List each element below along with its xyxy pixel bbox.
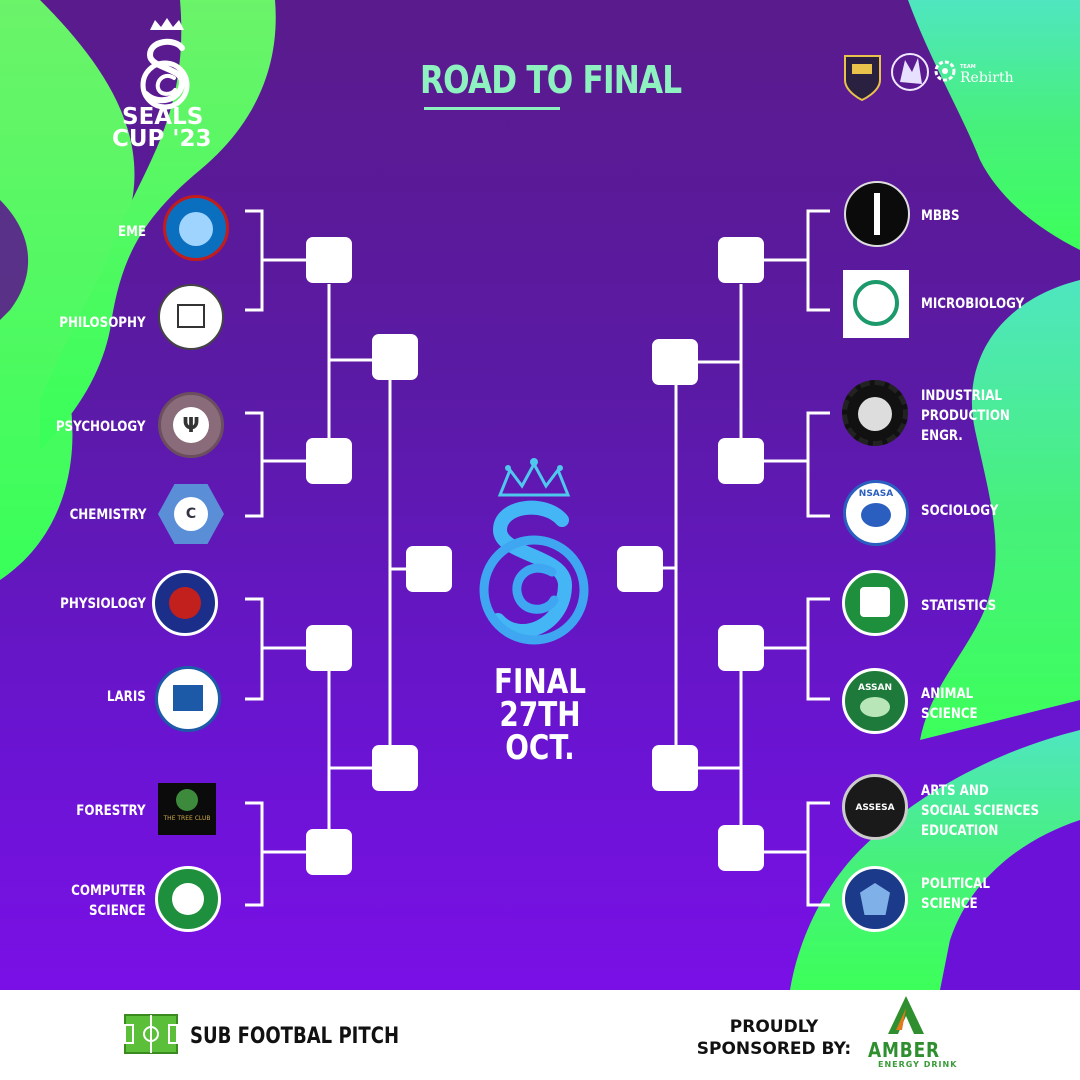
match-box-left-r1-4	[306, 829, 352, 875]
sponsor-line-1: PROUDLY	[729, 1017, 819, 1037]
match-box-left-r2-1	[372, 334, 418, 380]
sponsor-line-2: SPONSORED BY:	[696, 1039, 852, 1059]
decorative-waves	[0, 0, 1080, 990]
title-underline	[424, 107, 560, 110]
nsasa-text: NSASA	[858, 489, 894, 499]
philosophy-logo	[158, 284, 224, 350]
team-label-forestry: FORESTRY	[76, 803, 146, 819]
team-label-computer-science: COMPUTER SCIENCE	[71, 883, 146, 919]
team-label-animal-science: ANIMAL SCIENCE	[921, 686, 978, 722]
eme-logo	[163, 195, 229, 261]
brand-line-1: SEALS	[122, 104, 204, 130]
match-box-right-r1-3	[718, 625, 764, 671]
final-line-1: FINAL	[493, 662, 587, 702]
sponsor-name: AMBER	[868, 1038, 940, 1062]
team-label-political-science: POLITICAL SCIENCE	[921, 876, 990, 912]
team-label-philosophy: PHILOSOPHY	[59, 315, 146, 331]
assesa-logo: ASSESA	[842, 774, 908, 840]
team-label-sociology: SOCIOLOGY	[921, 503, 999, 519]
ccs-letter: C	[174, 497, 208, 531]
poster: SEALS CUP '23 ROAD TO FINAL TEAM Rebirth…	[0, 0, 1080, 990]
footer: SUB FOOTBAL PITCH PROUDLY SPONSORED BY: …	[0, 990, 1080, 1080]
brand-emblem	[140, 18, 190, 110]
partner-logos	[844, 53, 956, 102]
venue-label: SUB FOOTBAL PITCH	[190, 1024, 400, 1049]
sponsor-sub: ENERGY DRINK	[878, 1060, 958, 1069]
team-label-physiology: PHYSIOLOGY	[60, 596, 146, 612]
amber-logo-icon	[888, 996, 924, 1034]
assan-text: ASSAN	[857, 683, 893, 693]
laris-logo	[155, 666, 221, 732]
match-box-right-r1-1	[718, 237, 764, 283]
match-box-left-r2-2	[372, 745, 418, 791]
physiology-logo	[152, 570, 218, 636]
rebirth-small: TEAM	[960, 64, 976, 70]
political-science-logo	[842, 866, 908, 932]
match-box-right-r2-1	[652, 339, 698, 385]
match-box-right-r1-2	[718, 438, 764, 484]
page-title: ROAD TO FINAL	[420, 58, 682, 102]
statistics-logo	[842, 570, 908, 636]
psi-icon: Ψ	[173, 407, 209, 443]
match-box-left-r1-1	[306, 237, 352, 283]
chemistry-logo: C	[158, 484, 224, 544]
sponsor-label: PROUDLY SPONSORED BY:	[688, 1016, 860, 1060]
team-label-chemistry: CHEMISTRY	[69, 507, 146, 523]
microbiology-logo	[843, 270, 909, 338]
rebirth-logo: TEAM Rebirth	[960, 64, 1014, 86]
tree-club-text: THE TREE CLUB	[163, 815, 211, 822]
match-box-right-r1-4	[718, 825, 764, 871]
match-box-left-r1-3	[306, 625, 352, 671]
mbbs-logo	[844, 181, 910, 247]
final-line-3: OCT.	[505, 728, 575, 768]
forestry-logo: THE TREE CLUB	[158, 783, 216, 835]
football-pitch-icon	[124, 1014, 178, 1054]
assesa-text: ASSESA	[855, 803, 895, 813]
team-label-mbbs: MBBS	[921, 208, 960, 224]
final-date: FINAL 27TH OCT.	[491, 662, 589, 768]
center-emblem	[479, 458, 589, 645]
sociology-logo: NSASA	[843, 480, 909, 546]
match-box-left-semifinal	[406, 546, 452, 592]
team-label-laris: LARIS	[107, 689, 146, 705]
team-label-industrial-production: INDUSTRIAL PRODUCTION ENGR.	[921, 388, 1010, 444]
computer-science-logo	[155, 866, 221, 932]
brand-text: SEALS CUP '23	[112, 104, 212, 152]
team-label-arts-social-sciences-education: ARTS AND SOCIAL SCIENCES EDUCATION	[921, 783, 1040, 839]
industrial-production-logo	[842, 380, 908, 446]
match-box-left-r1-2	[306, 438, 352, 484]
match-box-right-semifinal	[617, 546, 663, 592]
team-label-eme: EME	[117, 224, 146, 240]
psychology-logo: Ψ	[158, 392, 224, 458]
match-box-right-r2-2	[652, 745, 698, 791]
final-line-2: 27TH	[499, 695, 581, 735]
team-label-microbiology: MICROBIOLOGY	[921, 296, 1025, 312]
animal-science-logo: ASSAN	[842, 668, 908, 734]
brand-line-2: CUP '23	[112, 126, 212, 152]
rebirth-name: Rebirth	[960, 70, 1014, 86]
team-label-psychology: PSYCHOLOGY	[56, 419, 146, 435]
team-label-statistics: STATISTICS	[921, 598, 997, 614]
